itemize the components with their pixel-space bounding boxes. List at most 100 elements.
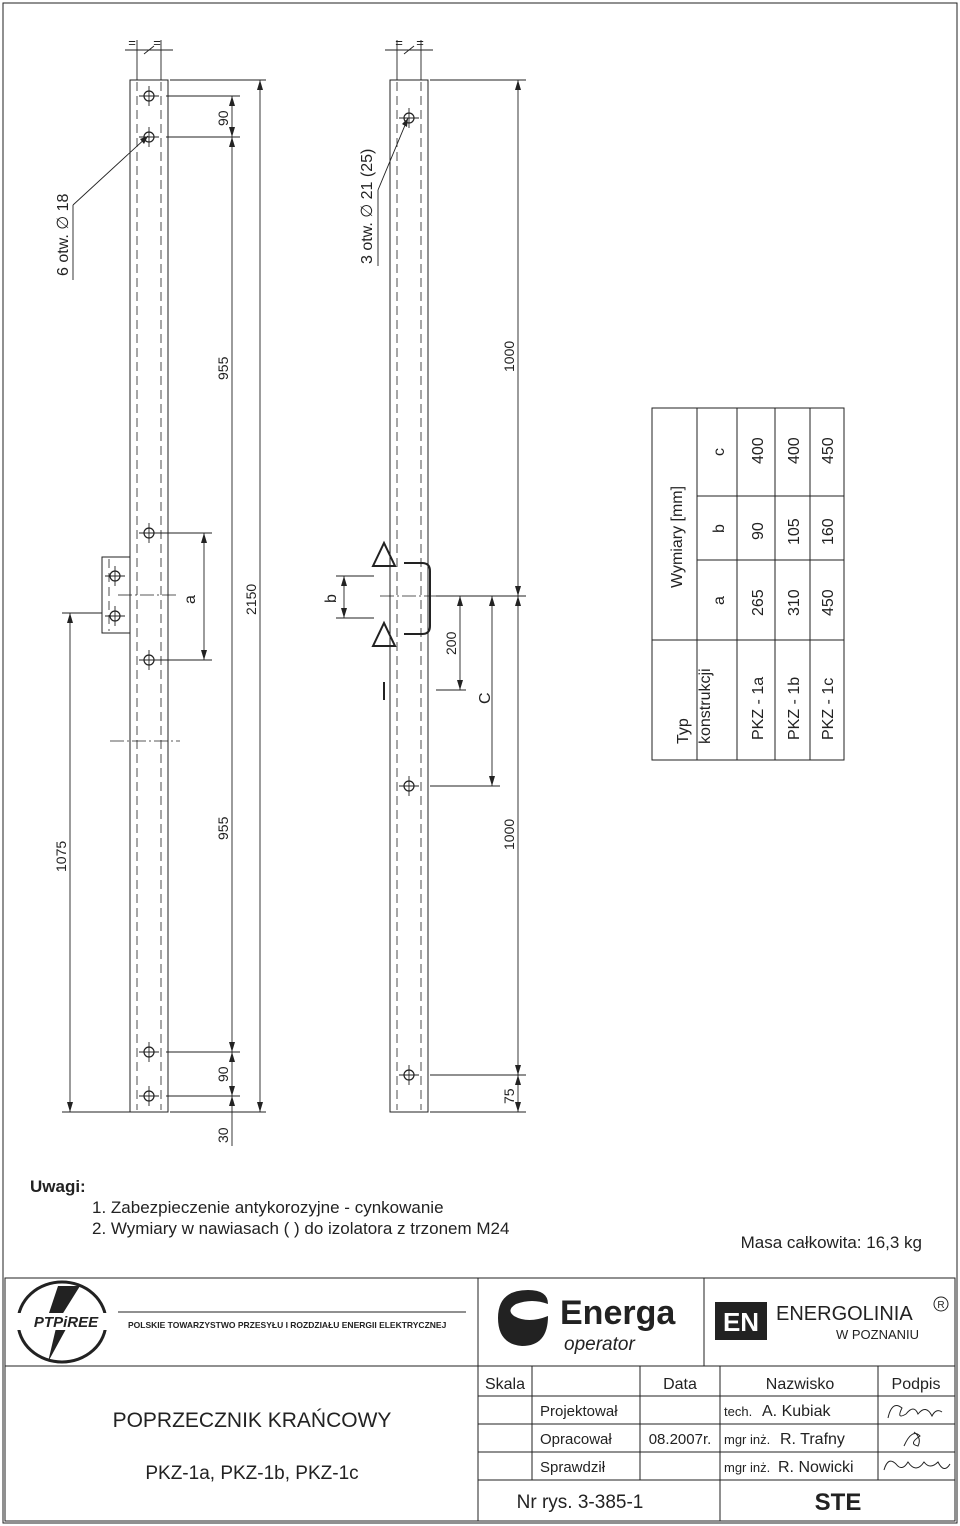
- signature-kubiak: [887, 1405, 943, 1419]
- left-equal-mark-2: =: [153, 35, 161, 50]
- hole-icon: [105, 606, 125, 626]
- dim-1075: 1075: [53, 841, 69, 872]
- table-typ-header2: konstrukcji: [697, 668, 714, 744]
- dim-955-upper: 955: [215, 356, 231, 380]
- table-row-pkz-1a: PKZ - 1a 265 90 400: [750, 437, 767, 740]
- note-item-2: 2. Wymiary w nawiasach ( ) do izolatora …: [92, 1219, 509, 1238]
- dim-label-b: b: [323, 594, 340, 603]
- skala-label: Skala: [485, 1376, 525, 1393]
- drawing-title: POPRZECZNIK KRAŃCOWY: [113, 1409, 392, 1432]
- name-prefix-2: mgr inż.: [724, 1432, 770, 1447]
- table-cell-b: 90: [750, 522, 767, 540]
- dim-label-c: C: [477, 692, 494, 704]
- data-label: Data: [663, 1376, 697, 1393]
- role-opracowal: Opracował: [540, 1431, 612, 1448]
- right-dimensions: 1000 1000 75 200 C b: [323, 79, 526, 1113]
- mass-total: Masa całkowita: 16,3 kg: [741, 1233, 922, 1252]
- note-item-1: 1. Zabezpieczenie antykorozyjne - cynkow…: [92, 1198, 444, 1217]
- hole-icon: [139, 1042, 159, 1062]
- table-cell-c: 400: [786, 437, 803, 464]
- ptpiree-logo: PTPiREE POLSKIE TOWARZYSTWO PRZESYŁU I R…: [16, 1280, 466, 1364]
- table-row-typ: PKZ - 1a: [750, 677, 767, 740]
- table-cell-b: 105: [786, 518, 803, 545]
- right-equal-mark-1: =: [395, 35, 403, 50]
- role-projektowal: Projektował: [540, 1403, 618, 1420]
- hole-icon: [139, 127, 159, 147]
- ste-mark: STE: [815, 1489, 862, 1516]
- ptpiree-name: POLSKIE TOWARZYSTWO PRZESYŁU I ROZDZIAŁU…: [128, 1320, 447, 1330]
- right-bar-holes: [399, 108, 419, 1085]
- left-bar-holes: [105, 86, 159, 1106]
- hole-icon: [105, 566, 125, 586]
- table-col-c: c: [711, 448, 728, 456]
- table-row-pkz-1b: PKZ - 1b 310 105 400: [786, 437, 803, 740]
- dim-1000-lower: 1000: [501, 819, 517, 850]
- name-1: A. Kubiak: [762, 1403, 831, 1420]
- table-cell-c: 450: [820, 437, 837, 464]
- right-equal-mark-2: =: [416, 35, 424, 50]
- right-callout-text: 3 otw. ∅ 21 (25): [359, 149, 376, 264]
- table-title: Wymiary [mm]: [669, 486, 686, 588]
- title-block: PTPiREE POLSKIE TOWARZYSTWO PRZESYŁU I R…: [4, 1277, 956, 1522]
- left-equal-mark-1: =: [128, 35, 136, 50]
- ptpiree-logo-text: PTPiREE: [34, 1314, 99, 1331]
- table-cell-b: 160: [820, 518, 837, 545]
- right-hole-callout: 3 otw. ∅ 21 (25): [359, 117, 409, 266]
- drawing-subtitle: PKZ-1a, PKZ-1b, PKZ-1c: [145, 1463, 358, 1484]
- signature-nowicki: [883, 1460, 951, 1471]
- left-dimensions: 90 955 2150 955 90 30 1075 a: [53, 79, 266, 1146]
- dim-2150: 2150: [243, 584, 259, 615]
- table-cell-a: 310: [786, 589, 803, 616]
- table-col-b: b: [711, 524, 728, 533]
- hole-icon: [399, 108, 419, 128]
- revision-date: 08.2007r.: [649, 1431, 712, 1448]
- table-cell-a: 265: [750, 589, 767, 616]
- table-typ-header: Typ: [675, 718, 692, 744]
- right-equal-dimension: = =: [385, 35, 433, 80]
- left-crossarm-bar: [101, 79, 180, 1113]
- clamp-u-bolt: [404, 562, 431, 635]
- dim-90-top: 90: [215, 110, 231, 126]
- dim-label-a: a: [182, 595, 199, 604]
- notes-heading: Uwagi:: [30, 1177, 86, 1196]
- energa-logo: Energa operator: [498, 1290, 676, 1355]
- left-callout-text: 6 otw. ∅ 18: [55, 193, 72, 276]
- signature-trafny: [903, 1431, 921, 1447]
- energa-word: Energa: [560, 1294, 676, 1332]
- registered-mark: R: [937, 1300, 944, 1311]
- left-hole-callout: 6 otw. ∅ 18: [55, 135, 149, 280]
- hole-icon: [399, 776, 419, 796]
- name-prefix-1: tech.: [724, 1404, 752, 1419]
- table-col-a: a: [711, 596, 728, 605]
- table-row-typ: PKZ - 1b: [786, 677, 803, 740]
- en-badge: EN: [723, 1307, 759, 1337]
- dim-1000-upper: 1000: [501, 341, 517, 372]
- right-crossarm-bar: [371, 79, 440, 1113]
- nazwisko-label: Nazwisko: [766, 1376, 835, 1393]
- left-bar-outline: [129, 79, 169, 1113]
- dim-90-bottom: 90: [215, 1066, 231, 1082]
- role-sprawdzil: Sprawdził: [540, 1459, 606, 1476]
- dim-200: 200: [443, 631, 459, 655]
- table-cell-a: 450: [820, 589, 837, 616]
- energolinia-logo: EN ENERGOLINIA W POZNANIU R: [715, 1296, 949, 1342]
- hole-icon: [399, 1065, 419, 1085]
- podpis-label: Podpis: [892, 1376, 941, 1393]
- drawing-number: Nr rys. 3-385-1: [517, 1492, 644, 1513]
- name-3: R. Nowicki: [778, 1459, 854, 1476]
- table-row-typ: PKZ - 1c: [820, 678, 837, 740]
- energa-sub: operator: [564, 1334, 635, 1355]
- table-row-pkz-1c: PKZ - 1c 450 160 450: [820, 437, 837, 740]
- dimension-table: Typ konstrukcji Wymiary [mm] a b c PKZ -…: [651, 407, 845, 761]
- hole-icon: [139, 86, 159, 106]
- notes-section: Uwagi: 1. Zabezpieczenie antykorozyjne -…: [30, 1177, 922, 1252]
- left-equal-dimension: = =: [125, 35, 173, 80]
- dim-75: 75: [501, 1088, 517, 1104]
- name-prefix-3: mgr inż.: [724, 1460, 770, 1475]
- clamp-triangle-lower: [371, 620, 397, 647]
- dim-30: 30: [215, 1127, 231, 1143]
- energolinia-sub: W POZNANIU: [836, 1327, 919, 1342]
- name-2: R. Trafny: [780, 1431, 845, 1448]
